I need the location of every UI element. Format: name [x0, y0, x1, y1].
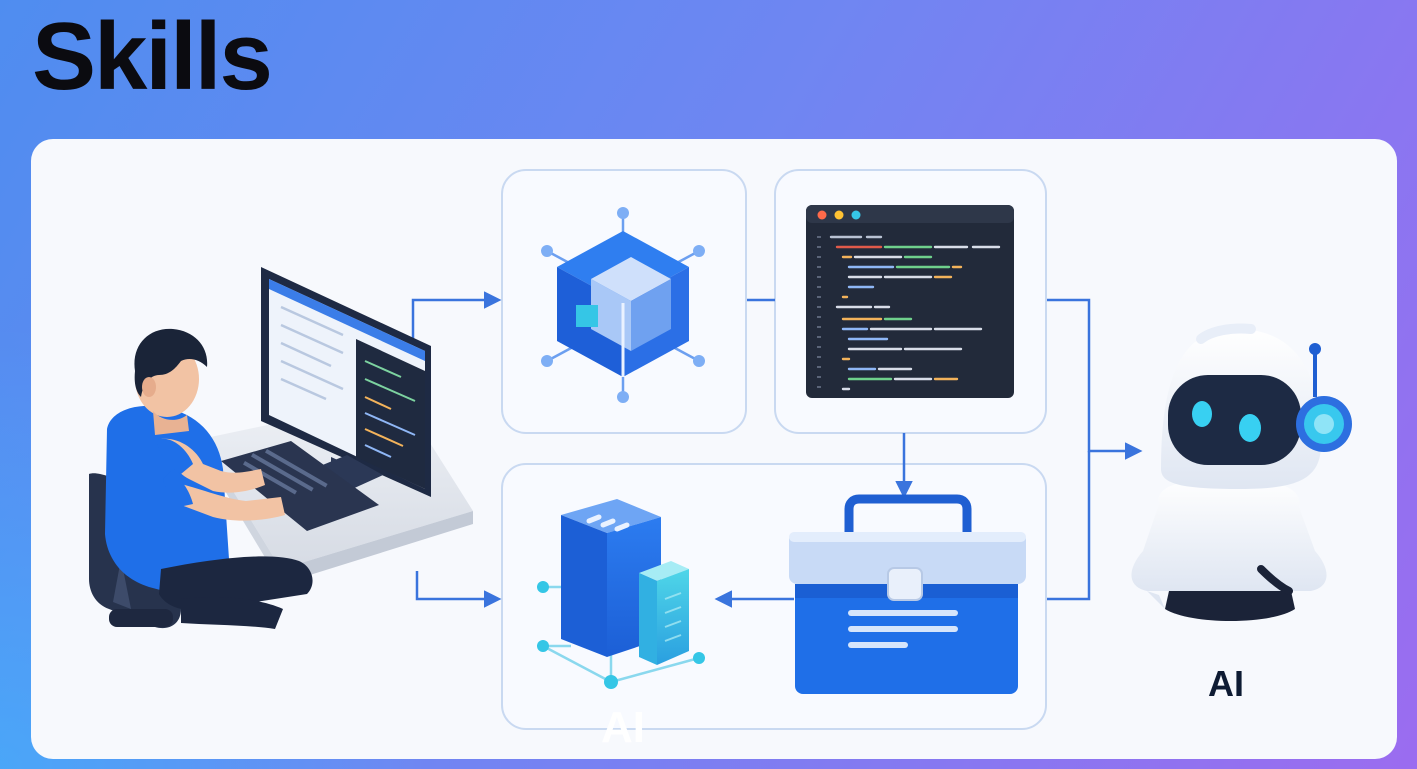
- edge-code-robot: [1047, 298, 1143, 460]
- edge-developer-server: [415, 571, 502, 608]
- developer-at-computer-icon: [89, 267, 473, 629]
- ai-server-icon: [537, 499, 705, 689]
- window-dot-red: [817, 210, 827, 220]
- code-editor-icon: [806, 205, 1014, 398]
- workflow-diagram: [89, 169, 1352, 730]
- window-dot-cyan: [851, 210, 861, 220]
- 3d-cube-network-icon: [541, 207, 705, 403]
- edge-toolbox-robot: [1047, 451, 1091, 601]
- server-ai-label: AI: [601, 703, 645, 752]
- diagram-panel: AI AI: [31, 139, 1397, 759]
- window-dot-yellow: [834, 210, 844, 220]
- robot-ai-label: AI: [1208, 663, 1244, 704]
- page-title: Skills: [32, 3, 273, 110]
- toolbox-icon: [789, 494, 1026, 694]
- connector-lines: [411, 291, 1143, 608]
- edge-developer-cube: [411, 291, 502, 344]
- ai-robot-icon: [1131, 323, 1352, 621]
